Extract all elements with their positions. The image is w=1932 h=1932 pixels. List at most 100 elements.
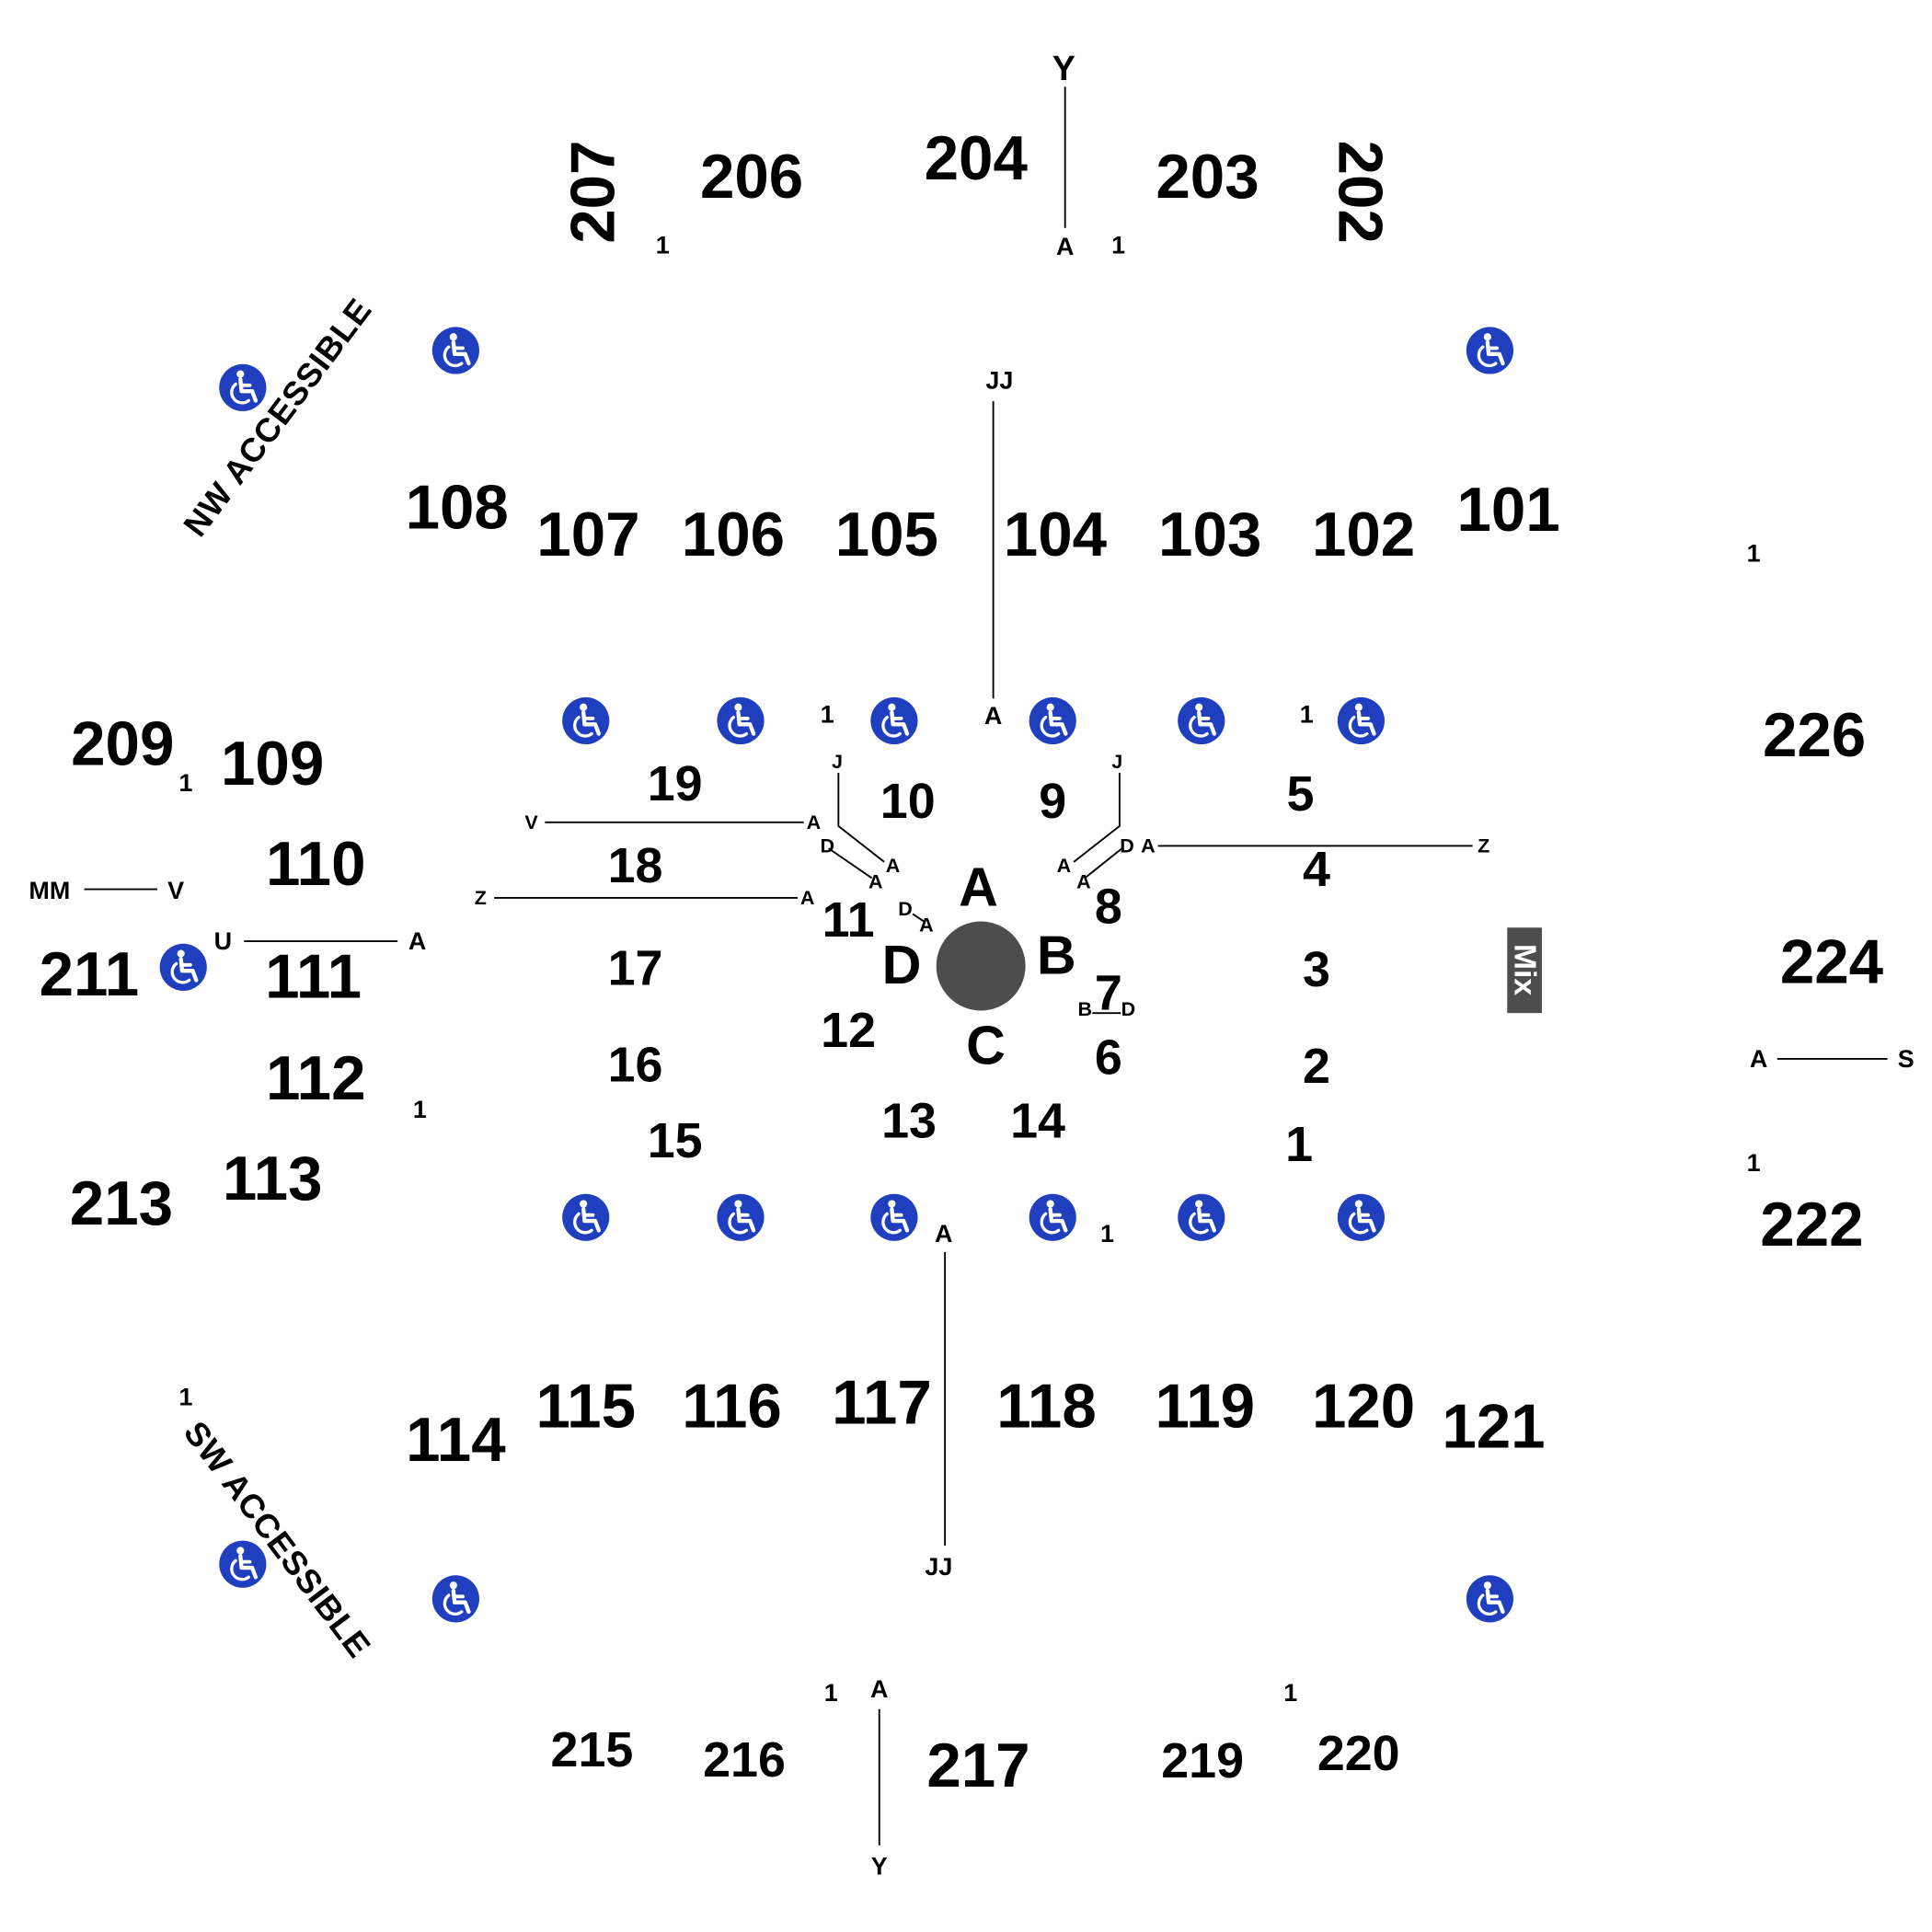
floor-section-10-label[interactable]: 10	[880, 774, 936, 829]
section-215-label[interactable]: 215	[551, 1722, 634, 1777]
floor-section-4-label[interactable]: 4	[1303, 842, 1330, 897]
wheelchair-icon[interactable]	[1337, 1193, 1385, 1241]
wheelchair-icon[interactable]	[1029, 1193, 1076, 1241]
wheelchair-icon[interactable]	[1178, 1193, 1225, 1241]
wheelchair-icon[interactable]	[431, 1575, 479, 1623]
floor-section-8-label[interactable]: 8	[1095, 879, 1122, 934]
stage-side-c-label: C	[966, 1015, 1006, 1076]
wheelchair-icon[interactable]	[562, 696, 610, 745]
wheelchair-icon[interactable]	[717, 696, 765, 745]
wheelchair-icon[interactable]	[1466, 1575, 1513, 1623]
row-label-floor-9-mid: D	[1120, 834, 1134, 857]
section-217-label[interactable]: 217	[926, 1731, 1029, 1800]
first-row-marker: 1	[1300, 701, 1314, 729]
floor-section-14-label[interactable]: 14	[1010, 1093, 1065, 1148]
floor-section-16-label[interactable]: 16	[608, 1038, 663, 1093]
section-101-label[interactable]: 101	[1456, 476, 1559, 545]
section-207-label[interactable]: 207	[558, 141, 627, 244]
floor-section-13-label[interactable]: 13	[881, 1093, 937, 1148]
wheelchair-icon[interactable]	[1029, 696, 1076, 745]
floor-section-2-label[interactable]: 2	[1303, 1039, 1330, 1094]
floor-section-9-label[interactable]: 9	[1039, 774, 1066, 829]
section-224-label[interactable]: 224	[1780, 927, 1884, 996]
section-105-label[interactable]: 105	[835, 500, 938, 569]
section-222-label[interactable]: 222	[1760, 1190, 1863, 1259]
first-row-marker: 1	[1747, 540, 1761, 568]
row-label-floor-18-front: A	[800, 887, 815, 909]
first-row-marker: 1	[178, 1383, 192, 1410]
row-label-sec-111-back: U	[214, 927, 232, 955]
section-209-label[interactable]: 209	[71, 710, 174, 779]
floor-section-6-label[interactable]: 6	[1095, 1030, 1122, 1086]
wheelchair-icon[interactable]	[562, 1193, 610, 1241]
wheelchair-icon[interactable]	[159, 943, 207, 991]
row-label-sec-217-back: Y	[871, 1853, 888, 1880]
floor-section-12-label[interactable]: 12	[821, 1003, 876, 1058]
section-117-label[interactable]: 117	[832, 1369, 932, 1438]
section-219-label[interactable]: 219	[1161, 1733, 1244, 1788]
row-label-sec-224-back: S	[1898, 1045, 1915, 1073]
wheelchair-icon[interactable]	[870, 1193, 918, 1241]
section-120-label[interactable]: 120	[1312, 1373, 1415, 1442]
section-213-label[interactable]: 213	[70, 1169, 173, 1238]
first-row-marker: 1	[1111, 232, 1125, 259]
section-109-label[interactable]: 109	[221, 730, 324, 799]
sw-accessible-label: SW ACCESSIBLE	[177, 1414, 378, 1664]
floor-section-19-label[interactable]: 19	[648, 756, 703, 811]
floor-section-1-label[interactable]: 1	[1285, 1117, 1313, 1172]
wheelchair-icon[interactable]	[1466, 327, 1513, 374]
section-102-label[interactable]: 102	[1312, 500, 1415, 569]
section-106-label[interactable]: 106	[682, 500, 785, 569]
section-114-label[interactable]: 114	[406, 1406, 506, 1475]
row-label-floor-4-back: Z	[1478, 834, 1489, 857]
floor-section-17-label[interactable]: 17	[608, 941, 663, 996]
section-119-label[interactable]: 119	[1156, 1373, 1256, 1442]
section-113-label[interactable]: 113	[223, 1144, 323, 1213]
first-row-marker: 1	[178, 769, 192, 797]
section-211-label[interactable]: 211	[40, 940, 140, 1009]
section-111-label[interactable]: 111	[265, 943, 362, 1012]
section-216-label[interactable]: 216	[703, 1732, 786, 1788]
row-label-sec-210-front: V	[167, 877, 184, 904]
section-121-label[interactable]: 121	[1442, 1392, 1545, 1461]
first-row-marker: 1	[413, 1096, 427, 1123]
section-206-label[interactable]: 206	[700, 143, 803, 212]
wheelchair-icon[interactable]	[1178, 696, 1225, 745]
section-103-label[interactable]: 103	[1158, 500, 1261, 569]
section-118-label[interactable]: 118	[996, 1373, 1097, 1442]
wheelchair-icon[interactable]	[219, 1540, 267, 1588]
stage-circle[interactable]	[936, 921, 1026, 1011]
row-label-sec-224-front: A	[1750, 1045, 1767, 1073]
floor-section-7-label[interactable]: 7	[1095, 966, 1122, 1021]
floor-section-11-label[interactable]: 11	[822, 892, 875, 948]
section-112-label[interactable]: 112	[266, 1044, 366, 1113]
wheelchair-icon[interactable]	[717, 1193, 765, 1241]
floor-section-5-label[interactable]: 5	[1286, 766, 1314, 822]
wheelchair-icon[interactable]	[431, 327, 479, 374]
section-226-label[interactable]: 226	[1763, 701, 1866, 770]
wheelchair-icon[interactable]	[870, 696, 918, 745]
wheelchair-icon[interactable]	[1337, 696, 1385, 745]
row-label-floor-18-back: Z	[475, 887, 487, 909]
floor-section-3-label[interactable]: 3	[1303, 942, 1330, 997]
section-202-label[interactable]: 202	[1326, 141, 1395, 244]
row-label-floor-10-back: J	[832, 751, 843, 773]
row-label-floor-4-front: A	[1141, 834, 1156, 857]
mix-label: Mix	[1508, 944, 1542, 995]
section-108-label[interactable]: 108	[406, 473, 509, 542]
section-104-label[interactable]: 104	[1004, 500, 1108, 569]
row-label-sec-217-front: A	[870, 1675, 888, 1703]
section-204-label[interactable]: 204	[925, 124, 1029, 193]
section-116-label[interactable]: 116	[682, 1373, 782, 1442]
row-label-sec-117-back: JJ	[925, 1553, 952, 1581]
section-220-label[interactable]: 220	[1317, 1726, 1400, 1781]
section-115-label[interactable]: 115	[535, 1373, 636, 1442]
section-110-label[interactable]: 110	[266, 830, 366, 899]
section-203-label[interactable]: 203	[1156, 143, 1259, 212]
floor-section-15-label[interactable]: 15	[648, 1113, 703, 1168]
stage-side-a-label: A	[959, 856, 998, 917]
wheelchair-icon[interactable]	[219, 363, 267, 411]
floor-section-18-label[interactable]: 18	[608, 838, 663, 893]
section-107-label[interactable]: 107	[536, 500, 639, 569]
stage-side-b-label: B	[1037, 924, 1076, 985]
